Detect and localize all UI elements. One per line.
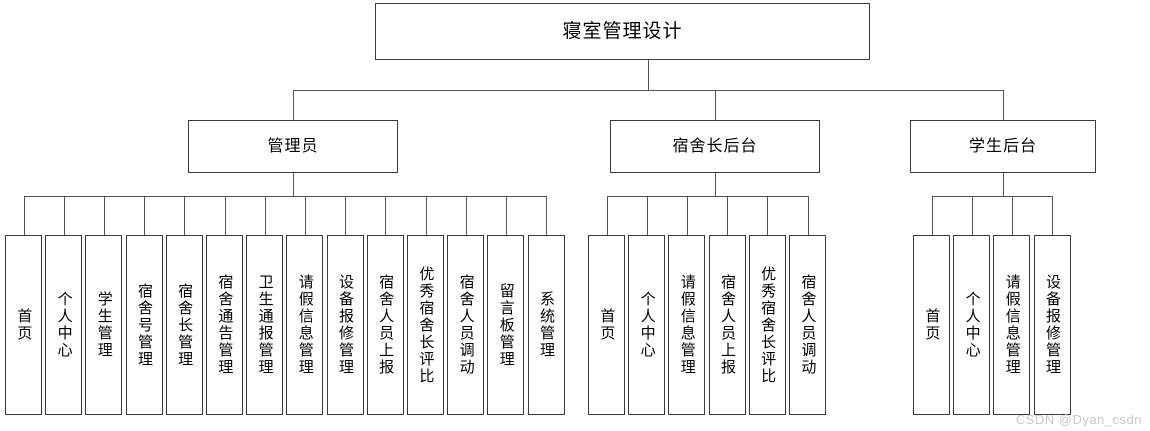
leaf-bus-connector-2 [931,196,1053,197]
leaf-node-label: 个人中心 [55,291,74,359]
level2-drop-connector-1 [715,90,716,120]
leaf-node-box[interactable]: 宿舍号管理 [125,235,163,415]
leaf-node-label: 优秀宿舍长评比 [759,265,778,385]
leaf-drop-connector-1-3 [727,196,729,235]
leaf-drop-connector-0-9 [385,196,387,235]
leaf-node-box[interactable]: 留言板管理 [487,235,525,415]
leaf-drop-connector-0-3 [144,196,146,235]
level2-drop-connector-0 [293,90,294,120]
branch-node-box-1[interactable]: 宿舍长后台 [610,120,820,173]
leaf-node-label: 请假信息管理 [1003,274,1022,376]
leaf-node-label: 请假信息管理 [678,274,697,376]
leaf-drop-connector-1-1 [646,196,648,235]
leaf-node-box[interactable]: 卫生通报管理 [246,235,284,415]
leaf-drop-connector-2-0 [931,196,933,235]
leaf-drop-connector-1-5 [807,196,809,235]
leaf-node-label: 宿舍人员调动 [457,274,476,376]
leaf-node-box[interactable]: 宿舍长管理 [165,235,203,415]
leaf-drop-connector-0-1 [63,196,65,235]
branch-node-box-2[interactable]: 学生后台 [910,120,1096,173]
leaf-node-label: 学生管理 [95,291,114,359]
leaf-node-label: 宿舍号管理 [135,282,154,368]
leaf-node-label: 个人中心 [963,291,982,359]
leaf-drop-connector-0-10 [425,196,427,235]
leaf-node-box[interactable]: 宿舍人员调动 [447,235,485,415]
branch-trunk-connector-1 [715,173,716,196]
leaf-node-box[interactable]: 设备报修管理 [326,235,364,415]
leaf-drop-connector-0-5 [224,196,226,235]
leaf-bus-connector-0 [23,196,547,197]
leaf-node-box[interactable]: 请假信息管理 [993,235,1031,415]
leaf-node-box[interactable]: 首页 [5,235,42,415]
leaf-node-box[interactable]: 请假信息管理 [668,235,706,415]
leaf-drop-connector-0-6 [264,196,266,235]
leaf-bus-connector-1 [606,196,808,197]
branch-node-box-0[interactable]: 管理员 [188,120,398,173]
leaf-node-label: 卫生通报管理 [256,274,275,376]
leaf-drop-connector-0-12 [505,196,507,235]
leaf-node-box[interactable]: 优秀宿舍长评比 [748,235,786,415]
leaf-drop-connector-1-0 [606,196,608,235]
leaf-node-box[interactable]: 首页 [588,235,625,415]
leaf-node-box[interactable]: 设备报修管理 [1033,235,1071,415]
leaf-node-label: 宿舍人员上报 [718,274,737,376]
branch-trunk-connector-0 [293,173,294,196]
leaf-drop-connector-0-8 [345,196,347,235]
root-node-box[interactable]: 寝室管理设计 [375,3,870,60]
leaf-drop-connector-2-1 [971,196,973,235]
leaf-drop-connector-1-2 [686,196,688,235]
branch-node-label-1: 宿舍长后台 [672,136,758,156]
leaf-drop-connector-0-2 [103,196,105,235]
leaf-node-label: 留言板管理 [497,282,516,368]
leaf-drop-connector-2-2 [1011,196,1013,235]
leaf-drop-connector-1-4 [767,196,769,235]
leaf-node-box[interactable]: 首页 [913,235,950,415]
leaf-node-box[interactable]: 学生管理 [85,235,123,415]
branch-trunk-connector-2 [1003,173,1004,196]
leaf-node-box[interactable]: 宿舍人员上报 [366,235,404,415]
branch-node-label-0: 管理员 [267,136,319,156]
leaf-node-box[interactable]: 宿舍人员上报 [708,235,746,415]
leaf-node-box[interactable]: 请假信息管理 [286,235,324,415]
leaf-drop-connector-0-0 [23,196,25,235]
watermark-text: CSDN @Dyan_csdn [1015,412,1142,427]
branch-node-label-2: 学生后台 [968,136,1037,156]
leaf-node-label: 请假信息管理 [296,274,315,376]
leaf-node-box[interactable]: 个人中心 [45,235,83,415]
leaf-drop-connector-0-11 [465,196,467,235]
leaf-node-box[interactable]: 个人中心 [953,235,991,415]
leaf-node-box[interactable]: 宿舍人员调动 [789,235,826,415]
leaf-node-label: 宿舍人员调动 [799,274,818,376]
leaf-node-label: 优秀宿舍长评比 [417,265,436,385]
root-node-label: 寝室管理设计 [562,20,683,43]
leaf-node-box[interactable]: 宿舍通告管理 [206,235,243,415]
leaf-node-label: 设备报修管理 [1043,274,1062,376]
leaf-node-label: 宿舍长管理 [176,282,195,368]
leaf-drop-connector-0-4 [184,196,186,235]
root-trunk-connector [648,60,649,90]
leaf-drop-connector-0-13 [546,196,548,235]
leaf-node-label: 个人中心 [638,291,657,359]
level2-bus-connector [293,90,1004,91]
leaf-node-label: 系统管理 [537,291,556,359]
leaf-node-label: 首页 [923,308,942,342]
leaf-node-box[interactable]: 个人中心 [628,235,666,415]
level2-drop-connector-2 [1003,90,1004,120]
leaf-drop-connector-2-3 [1052,196,1054,235]
leaf-node-label: 设备报修管理 [336,274,355,376]
leaf-drop-connector-0-7 [304,196,306,235]
leaf-node-label: 首页 [15,308,34,342]
leaf-node-box[interactable]: 优秀宿舍长评比 [407,235,444,415]
leaf-node-label: 宿舍通告管理 [216,274,235,376]
leaf-node-label: 宿舍人员上报 [377,274,396,376]
leaf-node-box[interactable]: 系统管理 [527,235,565,415]
leaf-node-label: 首页 [598,308,617,342]
